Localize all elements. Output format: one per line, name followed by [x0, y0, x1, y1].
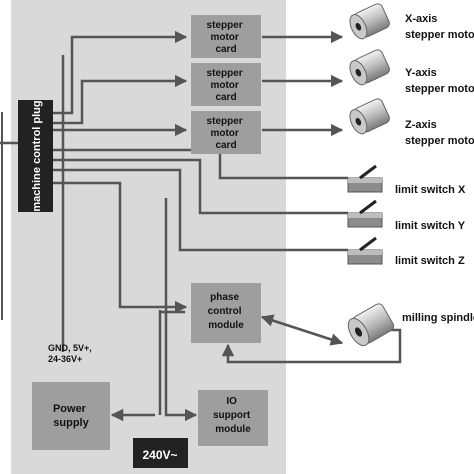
limit-switch-y-label: limit switch Y [395, 220, 466, 232]
stepper-card-z-line1: stepper [207, 116, 243, 127]
svg-text:stepper motor card: stepper motor card [207, 68, 246, 103]
stepper-card-z-line3: card [215, 140, 236, 151]
stepper-card-x-line3: card [215, 44, 236, 55]
io-module-line1: IO [226, 396, 237, 407]
stepper-card-x: stepper motor card [191, 15, 261, 58]
stepper-card-x-line2: motor [210, 32, 238, 43]
stepper-card-y-line1: stepper [207, 68, 243, 79]
stepper-card-x-line1: stepper [207, 20, 243, 31]
power-rails-label: GND, 5V+, 24-36V+ [48, 343, 94, 364]
motor-x-line1: X-axis [405, 13, 437, 25]
motor-y-label: Y-axis stepper motor [405, 67, 474, 95]
io-module-line2: support [213, 410, 251, 421]
limit-switch-z-icon [347, 236, 383, 265]
milling-spindle-label: milling spindle [402, 312, 474, 324]
wiring [0, 30, 402, 422]
power-supply-line2: supply [53, 417, 89, 429]
io-support-module: IO support module [198, 390, 268, 446]
svg-text:IO support module: IO support module [213, 396, 253, 435]
stepper-motor-y-icon [349, 49, 390, 86]
limit-switch-x-icon [347, 164, 383, 193]
mains-label: 240V~ [142, 448, 177, 462]
limit-switch-y-icon [347, 199, 383, 228]
power-supply: Power supply [32, 382, 110, 450]
motor-x-label: X-axis stepper motor [405, 13, 474, 41]
svg-text:stepper motor card: stepper motor card [207, 116, 246, 151]
motor-z-line1: Z-axis [405, 119, 437, 131]
limit-switch-x-label: limit switch X [395, 184, 466, 196]
stepper-card-z-line2: motor [210, 128, 238, 139]
power-rails-line1: GND, 5V+, [48, 343, 92, 353]
limit-switch-z-label: limit switch Z [395, 255, 465, 267]
motor-y-line2: stepper motor [405, 83, 474, 95]
stepper-card-y-line2: motor [210, 80, 238, 91]
phase-control-line2: control [208, 306, 242, 317]
svg-text:stepper motor card: stepper motor card [207, 20, 246, 55]
power-rails-line2: 24-36V+ [48, 354, 82, 364]
motor-z-label: Z-axis stepper motor [405, 119, 474, 147]
io-module-line3: module [215, 424, 251, 435]
machine-control-plug-label: machine control plug [31, 100, 43, 211]
svg-text:Power supply: Power supply [53, 403, 90, 429]
phase-control-line1: phase [210, 292, 239, 303]
phase-control-line3: module [208, 320, 244, 331]
stepper-motor-x-icon [349, 3, 390, 40]
svg-text:phase control modu: phase control module [208, 292, 245, 331]
stepper-card-y: stepper motor card [191, 63, 261, 106]
machine-control-plug: machine control plug [18, 100, 53, 212]
motor-y-line1: Y-axis [405, 67, 437, 79]
mains-input: 240V~ [133, 438, 188, 468]
motor-x-line2: stepper motor [405, 29, 474, 41]
stepper-motor-z-icon [349, 98, 390, 135]
phase-control-module: phase control module [191, 283, 261, 343]
stepper-card-y-line3: card [215, 92, 236, 103]
milling-spindle-icon [347, 303, 395, 347]
stepper-card-z: stepper motor card [191, 111, 261, 154]
motor-z-line2: stepper motor [405, 135, 474, 147]
power-supply-line1: Power [53, 403, 87, 415]
